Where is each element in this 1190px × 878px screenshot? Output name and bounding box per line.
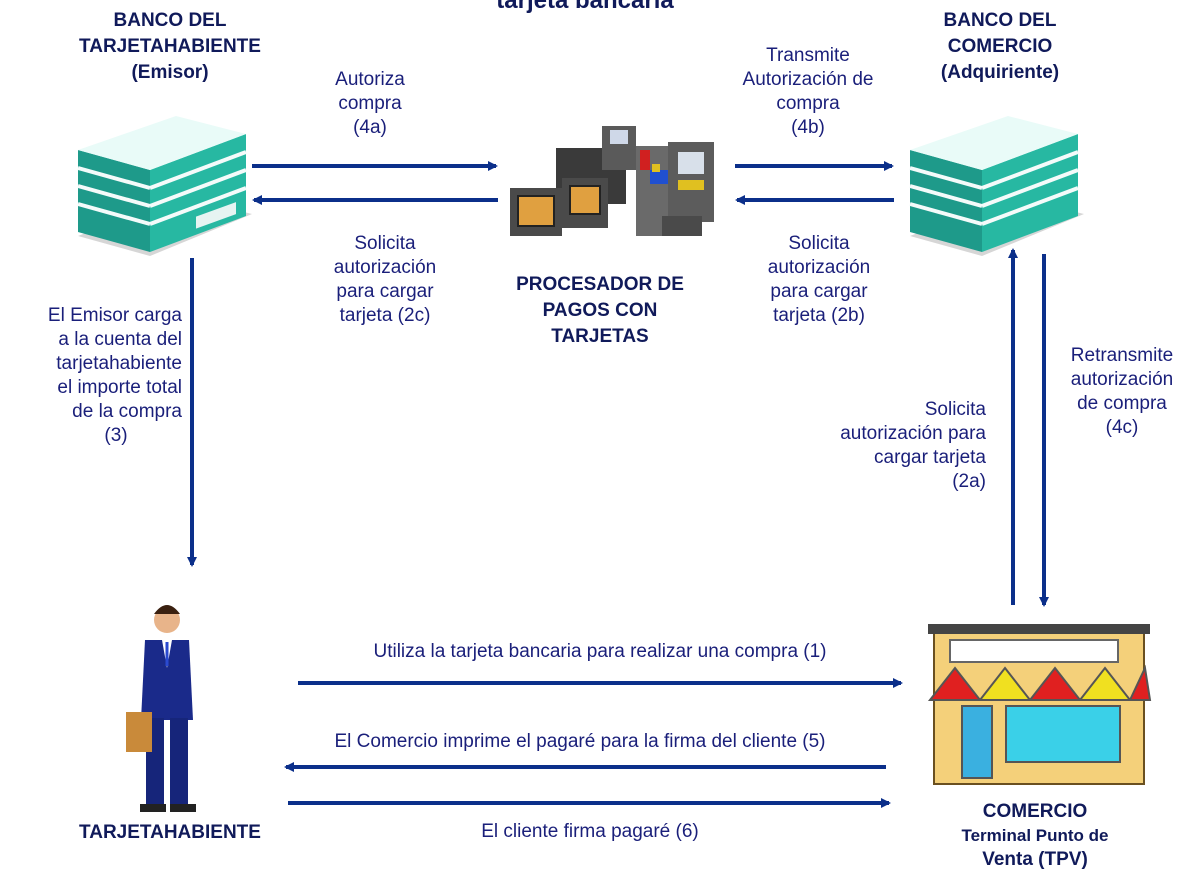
emisor-title-line: BANCO DEL [113,10,227,31]
emisor-title-line: TARJETAHABIENTE [79,36,261,57]
label-2a: Solicita autorización para cargar tarjet… [780,398,986,494]
label-4b-line: Autorización de [742,69,874,90]
label-4b: Transmite Autorización de compra (4b) [718,44,898,140]
commerce-title-line: COMERCIO [982,801,1088,822]
label-3-line: El Emisor carga [47,305,182,326]
label-2a-line: cargar tarjeta [874,447,986,468]
label-2b-line: autorización [767,257,871,278]
label-2b: Solicita autorización para cargar tarjet… [744,232,894,328]
commerce-title: COMERCIO Terminal Punto de Venta (TPV) [930,800,1140,872]
label-3-line: de la compra [72,401,182,422]
label-4a-line: (4a) [353,117,387,138]
diagram-title: tarjeta bancaria [496,0,674,14]
commerce-title-line: Venta (TPV) [982,849,1088,870]
label-2c-line: para cargar [336,281,434,302]
commerce-title-line: Terminal Punto de [961,826,1109,845]
emisor-title-line: (Emisor) [131,62,209,83]
processor-title: PROCESADOR DE PAGOS CON TARJETAS [480,272,720,350]
label-3-line: (3) [104,425,128,446]
cardholder-title: TARJETAHABIENTE [79,822,261,843]
label-4c-line: de compra [1077,393,1167,414]
label-2b-line: Solicita [788,233,850,254]
label-4b-line: (4b) [791,117,825,138]
label-6: El cliente firma pagaré (6) [481,821,699,842]
label-2a-line: (2a) [952,471,986,492]
label-4a-line: Autoriza [335,69,405,90]
label-3: El Emisor carga a la cuenta del tarjetah… [10,304,182,448]
label-4c-line: Retransmite [1070,345,1174,366]
label-4c-line: autorización [1070,369,1174,390]
comercio-bank-title-line: BANCO DEL [943,10,1057,31]
label-2c-line: autorización [333,257,437,278]
label-5: El Comercio imprime el pagaré para la fi… [334,731,826,752]
label-3-line: a la cuenta del [58,329,182,350]
payment-processor-icon [510,126,714,236]
store-commerce-icon [927,624,1152,785]
label-4c-line: (4c) [1105,417,1139,438]
label-1: Utiliza la tarjeta bancaria para realiza… [373,641,827,662]
label-4c: Retransmite autorización de compra (4c) [1054,344,1190,440]
label-2b-line: para cargar [770,281,868,302]
label-2a-line: Solicita [924,399,986,420]
label-4b-line: compra [776,93,840,114]
processor-title-line: TARJETAS [551,326,649,347]
label-2a-line: autorización para [840,423,986,444]
processor-title-line: PAGOS CON [542,300,658,321]
comercio-bank-title: BANCO DEL COMERCIO (Adquiriente) [910,8,1090,86]
processor-title-line: PROCESADOR DE [516,274,684,295]
emisor-title: BANCO DEL TARJETAHABIENTE (Emisor) [50,8,290,86]
cardholder-person-icon [126,605,196,812]
comercio-bank-title-line: (Adquiriente) [940,62,1060,83]
label-4b-line: Transmite [766,45,850,66]
comercio-bank-building-icon [909,116,1084,256]
label-2c-line: Solicita [354,233,416,254]
label-3-line: tarjetahabiente [56,353,182,374]
label-2b-line: tarjeta (2b) [773,305,865,326]
label-2c-line: tarjeta (2c) [339,305,431,326]
label-4a-line: compra [338,93,402,114]
label-2c: Solicita autorización para cargar tarjet… [310,232,460,328]
label-3-line: el importe total [57,377,182,398]
emisor-bank-building-icon [77,116,252,256]
comercio-bank-title-line: COMERCIO [947,36,1053,57]
label-4a: Autoriza compra (4a) [310,68,430,140]
